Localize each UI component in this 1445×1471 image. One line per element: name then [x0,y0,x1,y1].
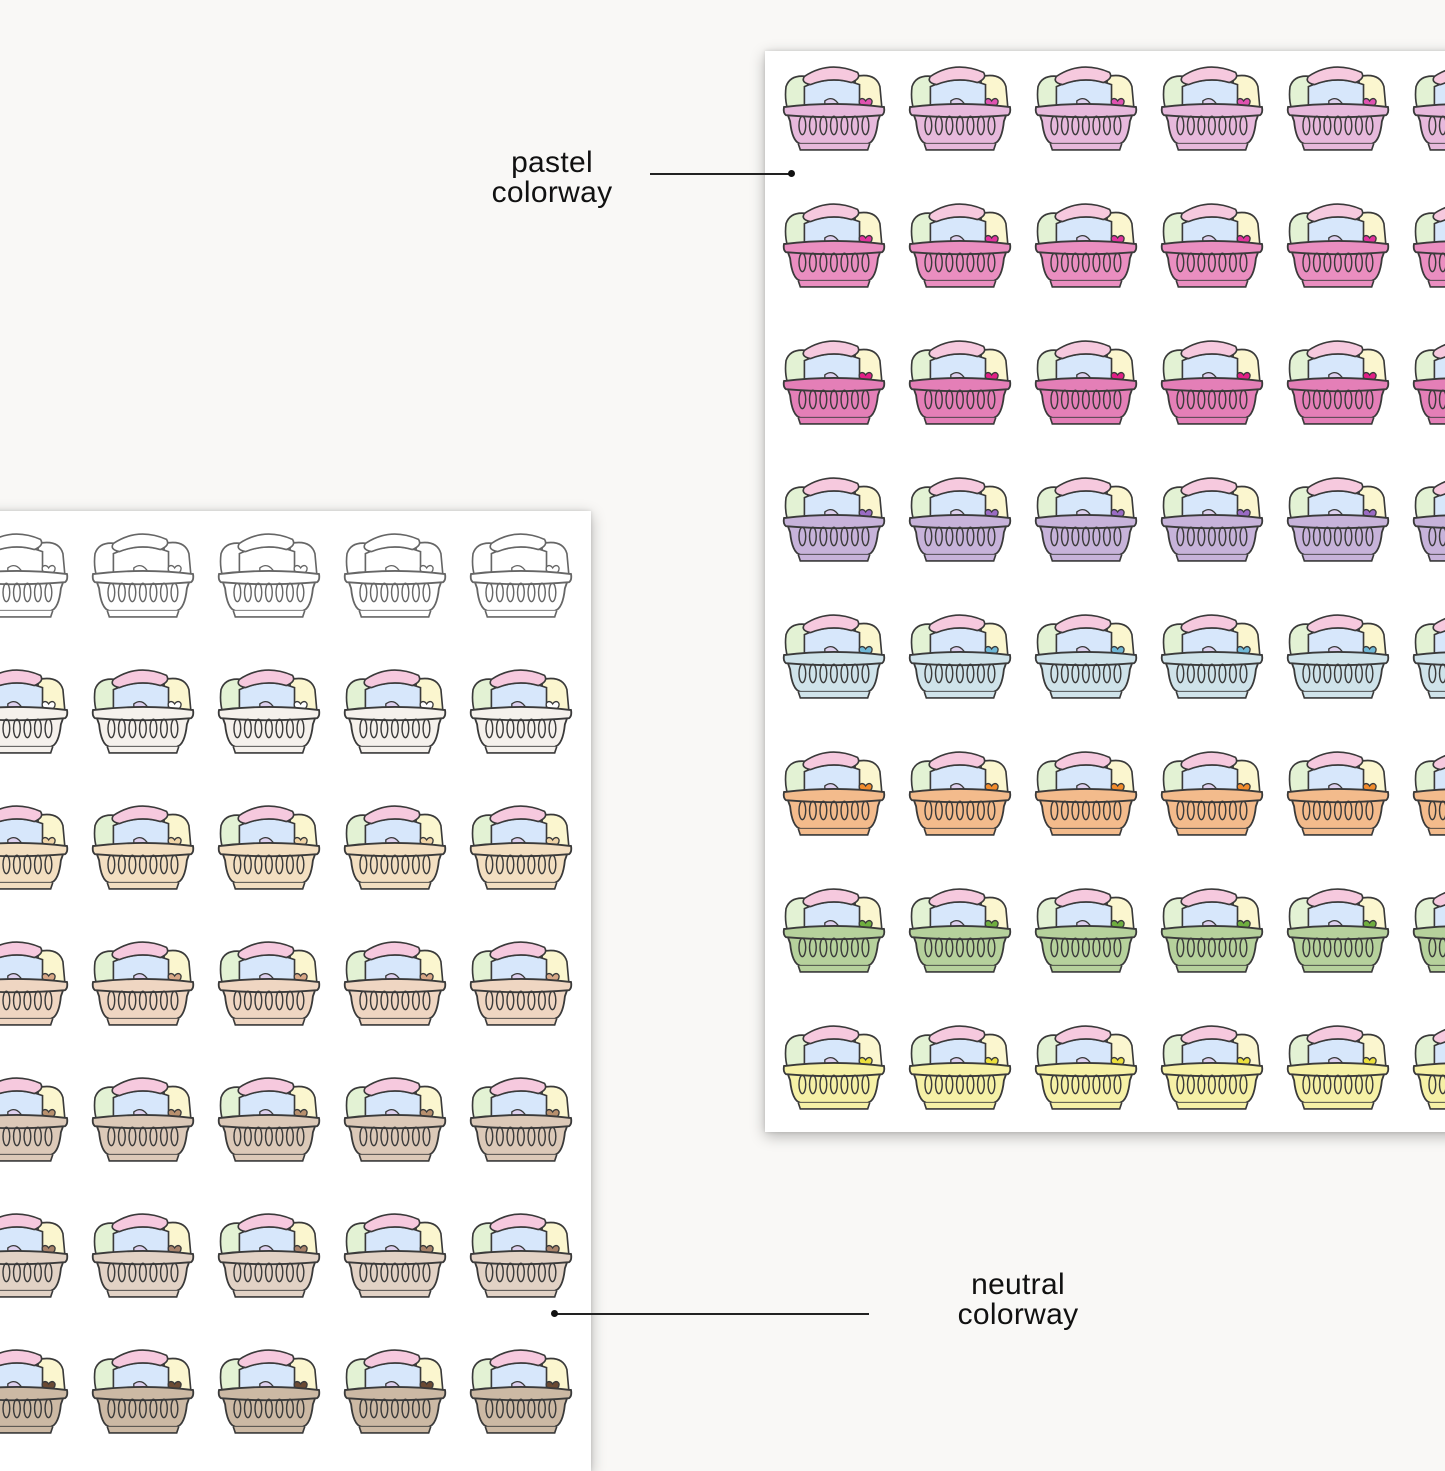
pastel-laundry-basket-icon [1283,604,1393,702]
neutral-laundry-basket-icon [214,1339,324,1437]
pastel-laundry-basket-icon [1031,467,1141,565]
neutral-leader-dot [551,1310,558,1317]
pastel-laundry-basket-icon [905,741,1015,839]
neutral-laundry-basket-icon [466,659,576,757]
neutral-laundry-basket-icon [0,1203,72,1301]
neutral-leader-line [556,1313,869,1315]
neutral-label-line1: neutral [918,1270,1118,1300]
neutral-laundry-basket-icon [466,1203,576,1301]
pastel-leader-line [650,173,791,175]
neutral-laundry-basket-icon [466,1067,576,1165]
pastel-laundry-basket-icon [905,467,1015,565]
pastel-laundry-basket-icon [905,330,1015,428]
pastel-laundry-basket-icon [1157,56,1267,154]
neutral-laundry-basket-icon [0,523,72,621]
neutral-laundry-basket-icon [0,795,72,893]
pastel-laundry-basket-icon [1157,193,1267,291]
pastel-laundry-basket-icon [779,193,889,291]
pastel-laundry-basket-icon [1157,741,1267,839]
neutral-laundry-basket-icon [88,1067,198,1165]
pastel-laundry-basket-icon [1409,330,1445,428]
neutral-laundry-basket-icon [340,1339,450,1437]
neutral-laundry-basket-icon [214,931,324,1029]
neutral-laundry-basket-icon [340,1067,450,1165]
neutral-laundry-basket-icon [0,659,72,757]
pastel-laundry-basket-icon [905,604,1015,702]
neutral-laundry-basket-icon [340,523,450,621]
pastel-laundry-basket-icon [779,878,889,976]
pastel-laundry-basket-icon [1031,193,1141,291]
neutral-laundry-basket-icon [214,1067,324,1165]
neutral-laundry-basket-icon [214,795,324,893]
pastel-laundry-basket-icon [1283,330,1393,428]
neutral-laundry-basket-icon [214,523,324,621]
neutral-laundry-basket-icon [88,659,198,757]
pastel-laundry-basket-icon [779,1015,889,1113]
neutral-laundry-basket-icon [466,795,576,893]
neutral-laundry-basket-icon [340,659,450,757]
pastel-leader-dot [788,170,795,177]
pastel-laundry-basket-icon [1283,193,1393,291]
pastel-laundry-basket-icon [905,193,1015,291]
pastel-laundry-basket-icon [1283,878,1393,976]
pastel-laundry-basket-icon [1031,741,1141,839]
neutral-laundry-basket-icon [340,795,450,893]
neutral-sticker-sheet [0,511,591,1471]
neutral-laundry-basket-icon [88,1203,198,1301]
pastel-laundry-basket-icon [779,56,889,154]
pastel-label-line2: colorway [462,178,642,208]
pastel-laundry-basket-icon [1409,56,1445,154]
pastel-laundry-basket-icon [1031,56,1141,154]
pastel-laundry-basket-icon [1409,193,1445,291]
pastel-laundry-basket-icon [1283,1015,1393,1113]
pastel-laundry-basket-icon [1157,1015,1267,1113]
pastel-laundry-basket-icon [1283,467,1393,565]
pastel-laundry-basket-icon [1283,56,1393,154]
pastel-laundry-basket-icon [905,1015,1015,1113]
neutral-laundry-basket-icon [340,1203,450,1301]
pastel-laundry-basket-icon [905,878,1015,976]
pastel-colorway-label: pastel colorway [462,148,642,208]
neutral-laundry-basket-icon [466,523,576,621]
pastel-laundry-basket-icon [1157,604,1267,702]
pastel-laundry-basket-icon [1157,878,1267,976]
pastel-sticker-sheet [765,51,1445,1132]
pastel-laundry-basket-icon [779,330,889,428]
neutral-laundry-basket-icon [214,659,324,757]
pastel-laundry-basket-icon [1031,604,1141,702]
neutral-laundry-basket-icon [214,1203,324,1301]
neutral-laundry-basket-icon [88,931,198,1029]
neutral-laundry-basket-icon [0,931,72,1029]
pastel-label-line1: pastel [462,148,642,178]
neutral-laundry-basket-icon [340,931,450,1029]
pastel-laundry-basket-icon [1409,1015,1445,1113]
neutral-laundry-basket-icon [88,795,198,893]
neutral-laundry-basket-icon [466,1339,576,1437]
pastel-laundry-basket-icon [779,604,889,702]
pastel-laundry-basket-icon [1409,467,1445,565]
pastel-laundry-basket-icon [1157,467,1267,565]
pastel-laundry-basket-icon [1031,1015,1141,1113]
pastel-laundry-basket-icon [779,741,889,839]
pastel-laundry-basket-icon [1409,604,1445,702]
pastel-laundry-basket-icon [905,56,1015,154]
neutral-colorway-label: neutral colorway [918,1270,1118,1330]
neutral-label-line2: colorway [918,1300,1118,1330]
neutral-laundry-basket-icon [88,523,198,621]
pastel-laundry-basket-icon [1031,330,1141,428]
neutral-laundry-basket-icon [466,931,576,1029]
neutral-laundry-basket-icon [0,1339,72,1437]
pastel-laundry-basket-icon [1031,878,1141,976]
neutral-laundry-basket-icon [0,1067,72,1165]
pastel-laundry-basket-icon [1409,741,1445,839]
pastel-laundry-basket-icon [1283,741,1393,839]
neutral-laundry-basket-icon [88,1339,198,1437]
pastel-laundry-basket-icon [1157,330,1267,428]
pastel-laundry-basket-icon [779,467,889,565]
pastel-laundry-basket-icon [1409,878,1445,976]
